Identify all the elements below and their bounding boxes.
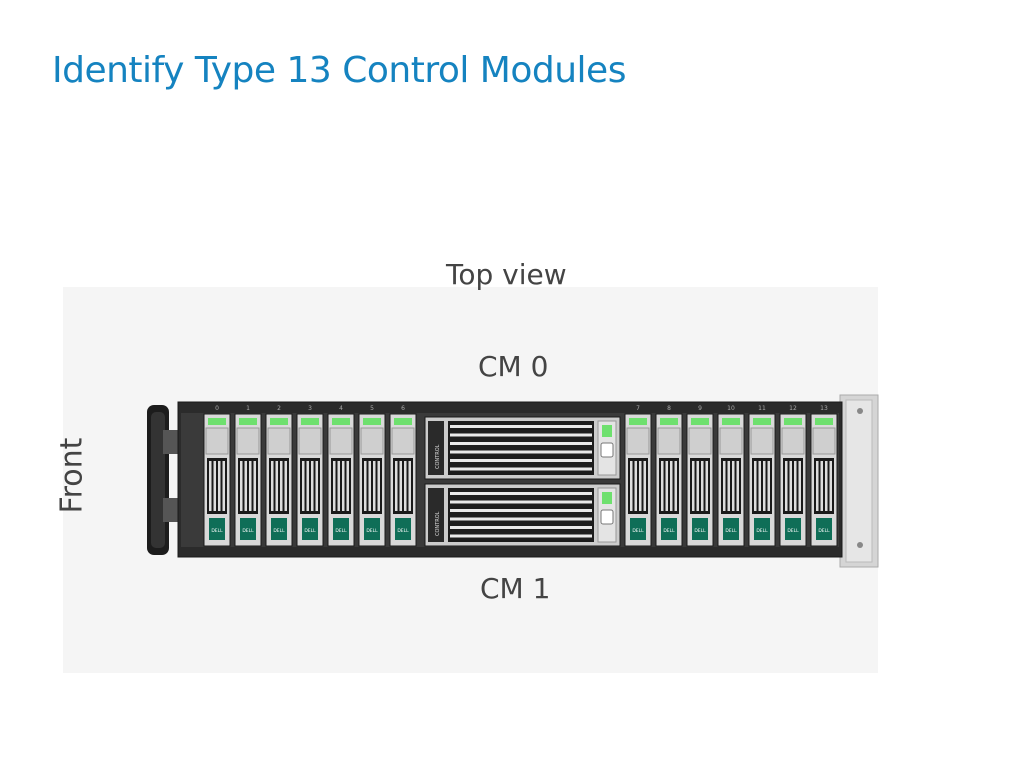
- drive-bay-number: 11: [758, 405, 766, 412]
- drive-tag-text: DELL: [242, 528, 254, 534]
- cm0-label: CM 0: [478, 350, 549, 383]
- drive-tag-text: DELL: [694, 528, 706, 534]
- drive-tag-text: DELL: [725, 528, 737, 534]
- control-module-label: CONTROL: [435, 444, 441, 469]
- drive-bay-number: 5: [370, 405, 374, 412]
- drive-status-led: [629, 418, 647, 425]
- drive-tag: [364, 518, 380, 540]
- drive-status-led: [722, 418, 740, 425]
- drive-tag: [630, 518, 646, 540]
- drive-tag-text: DELL: [632, 528, 644, 534]
- drive-tag-text: DELL: [756, 528, 768, 534]
- drive-bay-number: 9: [698, 405, 702, 412]
- drive-bay-number: 10: [727, 405, 735, 412]
- control-module-led: [602, 492, 612, 504]
- drive-status-led: [784, 418, 802, 425]
- drive-status-led: [394, 418, 412, 425]
- drive-tag: [333, 518, 349, 540]
- drive-bay-number: 7: [636, 405, 640, 412]
- drive-bay-number: 3: [308, 405, 312, 412]
- drive-tag-text: DELL: [304, 528, 316, 534]
- drive-tag-text: DELL: [397, 528, 409, 534]
- drive-bay-number: 13: [820, 405, 828, 412]
- control-module-1: CONTROL: [424, 483, 621, 547]
- drive-status-led: [660, 418, 678, 425]
- drive-tag: [271, 518, 287, 540]
- drive-tag-text: DELL: [787, 528, 799, 534]
- drive-status-led: [332, 418, 350, 425]
- drive-tag: [754, 518, 770, 540]
- drive-bay-number: 12: [789, 405, 797, 412]
- control-module-label: CONTROL: [435, 511, 441, 536]
- drive-bay-number: 4: [339, 405, 343, 412]
- drive-tag-text: DELL: [366, 528, 378, 534]
- drive-tag-text: DELL: [663, 528, 675, 534]
- slide-title: Identify Type 13 Control Modules: [52, 50, 626, 91]
- control-modules: CONTROL CONTROL: [424, 416, 621, 547]
- drive-bay-number: 6: [401, 405, 405, 412]
- drive-tag-text: DELL: [818, 528, 830, 534]
- drive-status-led: [691, 418, 709, 425]
- drive-bay-number: 2: [277, 405, 281, 412]
- drive-tag: [240, 518, 256, 540]
- control-module-0: CONTROL: [424, 416, 621, 480]
- drive-tag: [785, 518, 801, 540]
- drive-status-led: [301, 418, 319, 425]
- drive-tag: [661, 518, 677, 540]
- drive-bay-number: 0: [215, 405, 219, 412]
- rear-rail: [839, 394, 879, 568]
- drive-tag: [692, 518, 708, 540]
- drive-tag: [816, 518, 832, 540]
- drive-tag-text: DELL: [211, 528, 223, 534]
- drive-tag-text: DELL: [273, 528, 285, 534]
- drive-tag: [723, 518, 739, 540]
- cm1-label: CM 1: [480, 572, 551, 605]
- drive-status-led: [270, 418, 288, 425]
- control-module-led: [602, 425, 612, 437]
- top-view-label: Top view: [446, 258, 567, 291]
- drive-bay-number: 1: [246, 405, 250, 412]
- drive-bay-number: 8: [667, 405, 671, 412]
- drive-status-led: [208, 418, 226, 425]
- drive-tag: [395, 518, 411, 540]
- drive-status-led: [239, 418, 257, 425]
- drive-tag: [209, 518, 225, 540]
- drive-status-led: [753, 418, 771, 425]
- drive-status-led: [815, 418, 833, 425]
- drive-tag-text: DELL: [335, 528, 347, 534]
- front-bezel: [147, 405, 179, 555]
- drive-status-led: [363, 418, 381, 425]
- drive-tag: [302, 518, 318, 540]
